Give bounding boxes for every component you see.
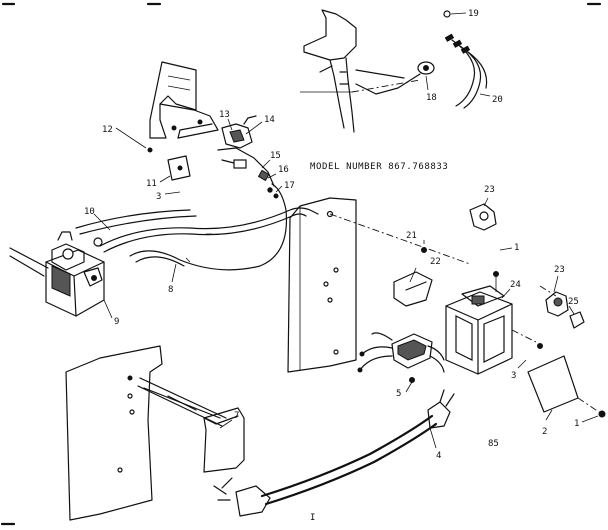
callout-9: 9 (114, 317, 119, 327)
callout-24: 24 (510, 280, 521, 290)
mounting-bracket-22 (393, 240, 433, 307)
callout-23-top: 23 (484, 185, 495, 195)
wire-clamp-23-top (469, 203, 497, 231)
callout-11: 11 (146, 179, 157, 189)
model-number-label: MODEL NUMBER 867.768833 (310, 162, 448, 172)
junction-box-cover (527, 343, 606, 418)
callout-3-upper: 3 (156, 192, 161, 202)
callout-labels: 12 13 14 15 16 17 11 3 10 8 9 19 18 20 2… (84, 9, 579, 523)
callout-8: 8 (168, 285, 173, 295)
fitting-25 (539, 285, 585, 329)
callout-21: 21 (406, 231, 417, 241)
callout-1-lower: 1 (574, 419, 579, 429)
screw-19 (443, 10, 467, 18)
callout-1-upper: 1 (514, 243, 519, 253)
flexible-conduit (213, 389, 455, 517)
bottom-mark: I (310, 513, 315, 523)
callout-13: 13 (219, 110, 230, 120)
junction-box (445, 271, 537, 375)
callout-23-right: 23 (554, 265, 565, 275)
callout-20: 20 (492, 95, 503, 105)
lower-panel (65, 345, 163, 521)
callout-leaders (93, 118, 599, 449)
burner-bracket (149, 61, 219, 139)
bracket-plate-11 (147, 147, 191, 181)
center-access-panel (287, 197, 471, 373)
pilot-assembly (217, 115, 279, 199)
callout-19: 19 (468, 9, 479, 19)
igniter-module (357, 332, 445, 383)
corner-marks (0, 2, 602, 526)
callout-22: 22 (430, 257, 441, 267)
callout-2: 2 (542, 427, 547, 437)
callout-12: 12 (102, 125, 113, 135)
callout-10: 10 (84, 207, 95, 217)
gas-control-valve (9, 231, 113, 319)
callout-4: 4 (436, 451, 441, 461)
pilot-tubing (75, 183, 319, 271)
heating-element-7 (137, 377, 245, 473)
upper-panel-bracket (300, 9, 405, 133)
callout-17: 17 (284, 181, 295, 191)
callout-16: 16 (278, 165, 289, 175)
callout-15: 15 (270, 151, 281, 161)
corner-mark: 85 (488, 439, 499, 449)
callout-14: 14 (264, 115, 275, 125)
callout-25: 25 (568, 297, 579, 307)
callout-5: 5 (396, 389, 401, 399)
callout-7: 7 (234, 411, 239, 421)
thermostat-clip (351, 61, 435, 95)
callout-18: 18 (426, 93, 437, 103)
callout-3-lower: 3 (511, 371, 516, 381)
wire-leads-20 (444, 33, 491, 109)
